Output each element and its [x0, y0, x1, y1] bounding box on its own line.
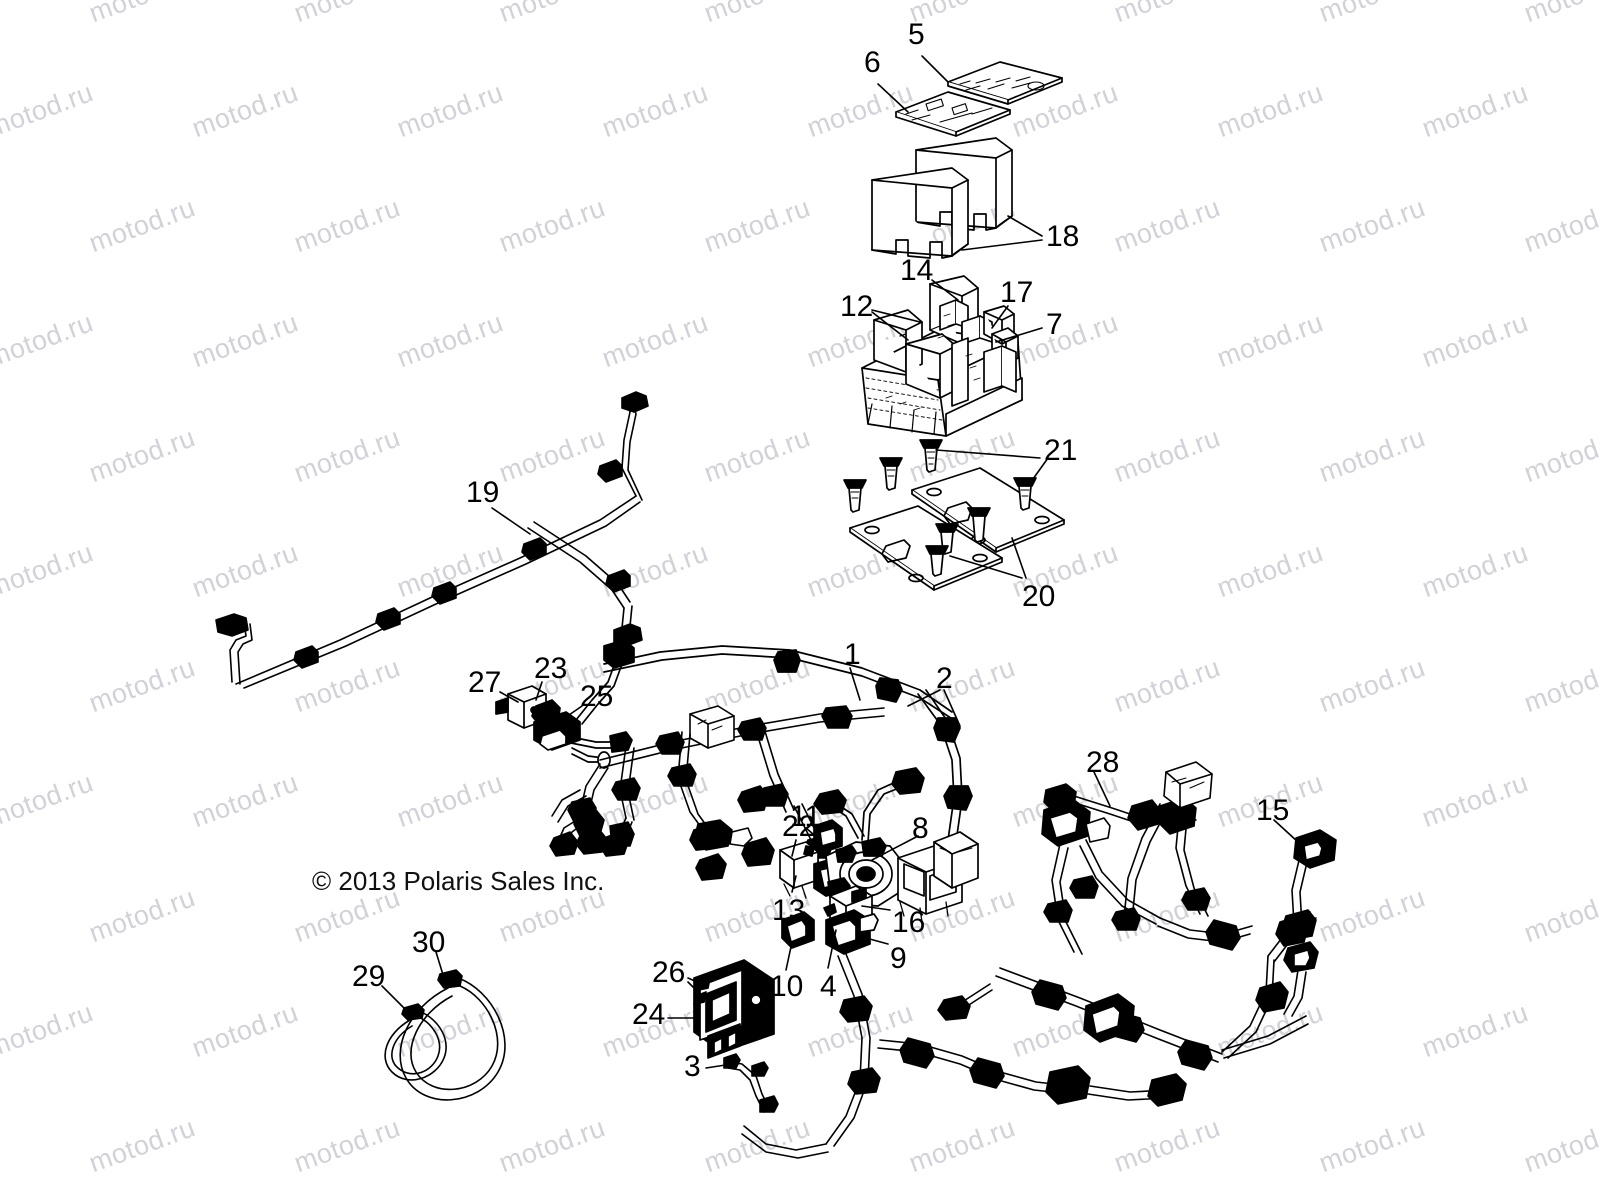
callout-10: 10: [770, 970, 804, 1003]
part-lower-run: [741, 953, 1187, 1159]
part-connector-10: [781, 911, 815, 949]
callout-21: 21: [1044, 434, 1078, 467]
part-rear-harness-28: [937, 761, 1317, 1071]
callout-27: 27: [468, 666, 502, 699]
callout-24: 24: [632, 998, 666, 1031]
part-accessory-cable-19: [215, 391, 649, 689]
part-ecu-block: [897, 831, 979, 923]
callout-25: 25: [580, 680, 614, 713]
part-ground-cable-3: [723, 1053, 779, 1113]
callout-2: 2: [936, 662, 953, 695]
callout-11: 11: [790, 800, 822, 833]
part-cable-tie-small-29: [384, 1003, 447, 1081]
part-control-module-24: [693, 959, 775, 1059]
part-misc-connectors: [531, 699, 775, 881]
callout-20: 20: [1022, 580, 1056, 613]
part-fuse-box-label-lower: [895, 91, 1011, 137]
part-sensor-lead-15: [1281, 829, 1337, 1017]
part-relay-22: [779, 841, 819, 899]
callout-1: 1: [844, 638, 861, 671]
copyright-notice: © 2013 Polaris Sales Inc.: [312, 866, 605, 896]
callout-19: 19: [466, 476, 500, 509]
callout-15: 15: [1256, 794, 1290, 827]
part-connector-9: [825, 909, 879, 955]
part-fuse-box-cover-front: [871, 167, 969, 259]
part-connector-11: [813, 819, 843, 853]
part-fuse-box-label-upper: [947, 61, 1063, 105]
callout-28: 28: [1086, 746, 1120, 779]
callout-9: 9: [890, 942, 907, 975]
part-fuse-block-assembly: [861, 275, 1023, 437]
callout-30: 30: [412, 926, 446, 959]
callout-18: 18: [1046, 220, 1080, 253]
callout-26: 26: [652, 956, 686, 989]
callout-22: 22: [782, 810, 816, 843]
callout-23: 23: [534, 652, 568, 685]
callout-8: 8: [912, 812, 929, 845]
callout-12: 12: [840, 290, 874, 323]
callout-17: 17: [1000, 276, 1034, 309]
callout-29: 29: [352, 960, 386, 993]
callout-5: 5: [908, 18, 925, 51]
part-connector-4: [823, 903, 837, 917]
callout-6: 6: [864, 46, 881, 79]
callout-4: 4: [820, 970, 837, 1003]
callout-7: 7: [1046, 308, 1063, 341]
callout-3: 3: [684, 1050, 701, 1083]
callout-14: 14: [900, 254, 934, 287]
callout-13: 13: [772, 894, 806, 927]
callout-16: 16: [892, 906, 926, 939]
